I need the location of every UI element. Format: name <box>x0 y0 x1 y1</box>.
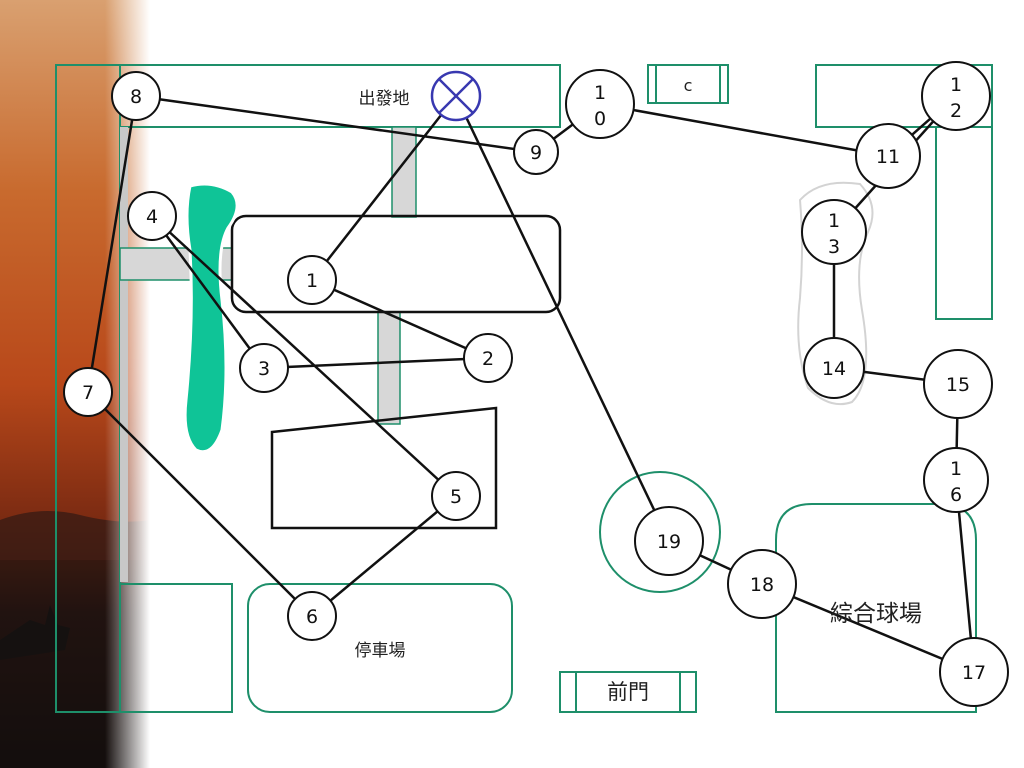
walkway-south <box>377 311 401 425</box>
route-node-label: 2 <box>482 348 494 370</box>
route-node-label: 2 <box>950 100 962 122</box>
route-node-9: 9 <box>513 129 559 175</box>
route-node-15: 15 <box>923 349 993 419</box>
route-segment-8-9 <box>135 94 537 154</box>
route-segment-4-5 <box>151 215 457 497</box>
route-node-11: 11 <box>855 123 921 189</box>
route-node-circle <box>801 199 867 265</box>
route-node-6: 6 <box>287 591 337 641</box>
route-node-17: 17 <box>939 637 1009 707</box>
route-node-3: 3 <box>239 343 289 393</box>
route-segment-3-4 <box>150 215 266 369</box>
east-building <box>935 126 993 320</box>
route-segment-19-start <box>454 95 671 542</box>
route-node-circle <box>923 349 993 419</box>
route-node-label: 9 <box>530 142 542 164</box>
front-gate-building <box>559 671 697 713</box>
route-node-label: 11 <box>876 146 900 168</box>
route-segment-start-1 <box>311 95 457 281</box>
route-node-label: 0 <box>594 108 606 130</box>
route-node-circle <box>727 549 797 619</box>
route-node-label: 6 <box>306 606 318 628</box>
northeast-building <box>815 64 993 128</box>
route-node-circle <box>565 69 635 139</box>
start-marker-icon <box>430 70 482 122</box>
pond <box>183 182 239 454</box>
north-building <box>119 64 561 128</box>
roundabout <box>599 471 721 593</box>
route-node-label: 1 <box>594 82 606 104</box>
route-node-label: 1 <box>828 210 840 232</box>
route-lines <box>86 94 976 674</box>
front-gate-label: 前門 <box>607 680 649 704</box>
route-node-18: 18 <box>727 549 797 619</box>
route-node-circle <box>803 337 865 399</box>
route-node-label: 19 <box>657 531 681 553</box>
route-node-circle <box>939 637 1009 707</box>
route-node-8: 8 <box>111 71 161 121</box>
route-node-circle <box>239 343 289 393</box>
route-node-label: 3 <box>828 236 840 258</box>
route-node-13: 13 <box>801 199 867 265</box>
route-node-circle <box>921 61 991 131</box>
route-segment-17-18 <box>761 582 975 674</box>
route-node-label: 8 <box>130 86 142 108</box>
route-node-2: 2 <box>463 333 513 383</box>
route-node-circle <box>287 255 337 305</box>
sports-field-label: 綜合球場 <box>830 601 922 627</box>
route-node-10: 10 <box>565 69 635 139</box>
route-segment-10-11 <box>599 102 889 158</box>
route-node-circle <box>463 333 513 383</box>
southwest-building <box>119 583 233 713</box>
route-node-1: 1 <box>287 255 337 305</box>
route-node-circle <box>287 591 337 641</box>
route-node-4: 4 <box>127 191 177 241</box>
route-segment-5-6 <box>311 495 457 617</box>
route-node-16: 16 <box>923 447 989 513</box>
c-label: c <box>684 76 693 95</box>
route-node-circle <box>855 123 921 189</box>
route-node-circle <box>111 71 161 121</box>
route-node-label: 6 <box>950 484 962 506</box>
route-segment-2-3 <box>263 356 489 370</box>
route-node-circle <box>431 471 481 521</box>
route-node-label: 15 <box>946 374 970 396</box>
route-node-19: 19 <box>634 506 704 576</box>
route-node-12: 12 <box>921 61 991 131</box>
route-node-label: 18 <box>750 574 774 596</box>
inner-west-strip <box>120 127 128 582</box>
route-node-circle <box>127 191 177 241</box>
route-segment-6-7 <box>87 391 313 617</box>
route-node-label: 7 <box>82 382 94 404</box>
route-node-circle <box>634 506 704 576</box>
route-node-circle <box>63 367 113 417</box>
central-building <box>230 214 562 314</box>
parking-label: 停車場 <box>355 641 406 661</box>
route-node-label: 17 <box>962 662 986 684</box>
start-label: 出發地 <box>359 89 410 109</box>
route-node-label: 1 <box>950 458 962 480</box>
parking-lot <box>247 583 513 713</box>
route-node-circle <box>513 129 559 175</box>
route-node-14: 14 <box>803 337 865 399</box>
c-building <box>647 64 729 104</box>
route-node-7: 7 <box>63 367 113 417</box>
route-node-label: 14 <box>822 358 846 380</box>
route-node-label: 1 <box>306 270 318 292</box>
route-node-5: 5 <box>431 471 481 521</box>
route-node-label: 3 <box>258 358 270 380</box>
route-node-label: 1 <box>950 74 962 96</box>
route-node-label: 4 <box>146 206 158 228</box>
route-segment-7-8 <box>86 95 138 393</box>
trapezoid-building <box>270 406 498 530</box>
route-segment-1-2 <box>311 278 489 360</box>
route-node-label: 5 <box>450 486 462 508</box>
route-node-circle <box>923 447 989 513</box>
